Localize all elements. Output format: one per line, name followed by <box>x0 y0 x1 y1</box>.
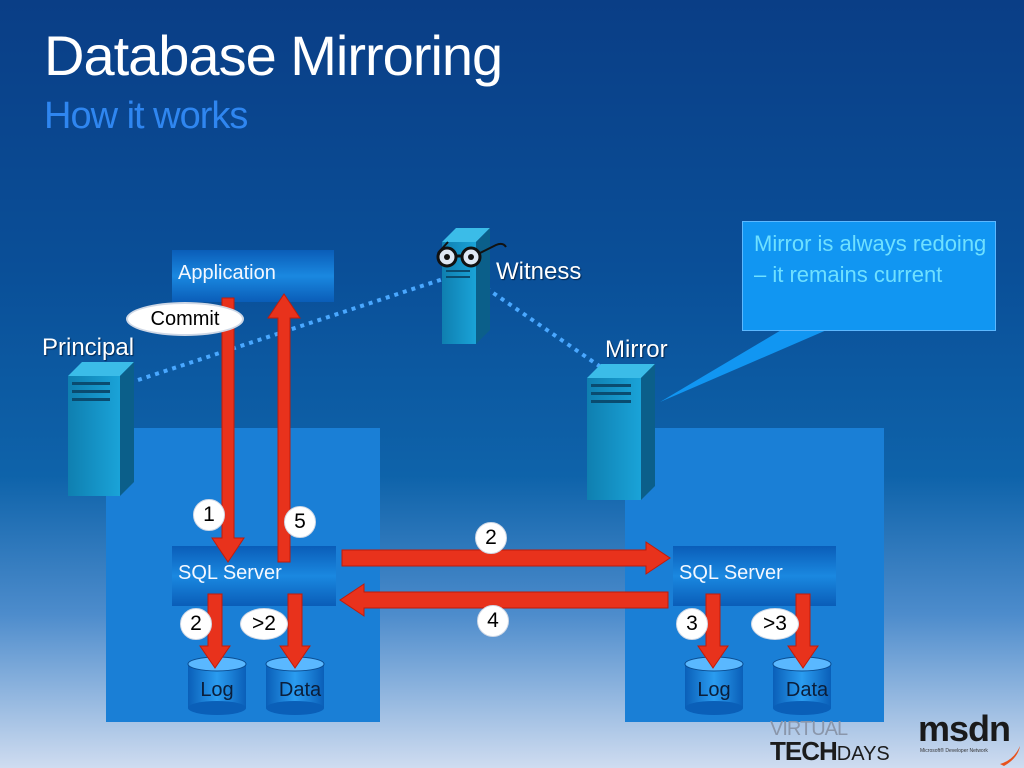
arrow-ack-to-principal <box>339 583 669 617</box>
arrow-commit-down <box>211 297 245 563</box>
slide-subtitle: How it works <box>44 95 248 137</box>
step-gt3-badge: >3 <box>751 608 799 640</box>
logo-virtual-text: VIRTUAL <box>770 718 848 740</box>
slide-title: Database Mirroring <box>44 24 503 87</box>
msdn-tagline: Microsoft® Developer Network <box>920 748 988 754</box>
arrow-mirror-data <box>787 593 819 669</box>
callout-text: Mirror is always redoing – it remains cu… <box>754 231 987 287</box>
callout-box <box>742 221 996 331</box>
step-2-log-badge: 2 <box>180 608 212 640</box>
principal-witness-link <box>137 276 447 382</box>
arrow-mirror-log <box>697 593 729 669</box>
msdn-logo: msdn Microsoft® Developer Network <box>918 708 1022 766</box>
step-3-badge: 3 <box>676 608 708 640</box>
application-label: Application <box>178 262 276 284</box>
mirror-server-icon <box>587 364 655 500</box>
callout-pointer <box>660 326 836 402</box>
logo-days-text: DAYS <box>836 743 890 765</box>
step-5-badge: 5 <box>284 506 316 538</box>
mirror-data-label: Data <box>785 679 829 701</box>
msdn-swoosh-icon <box>1000 746 1020 766</box>
principal-sql-server-label: SQL Server <box>178 562 282 584</box>
principal-label: Principal <box>42 334 135 361</box>
step-4-badge: 4 <box>477 605 509 637</box>
arrow-send-to-mirror <box>341 541 671 575</box>
commit-label: Commit <box>126 302 244 336</box>
principal-log-label: Log <box>200 679 234 701</box>
msdn-text: msdn <box>918 708 1011 749</box>
step-2-send-badge: 2 <box>475 522 507 554</box>
step-1-badge: 1 <box>193 499 225 531</box>
principal-server-icon <box>68 362 134 496</box>
glasses-icon <box>436 241 507 268</box>
mirror-data-cylinder <box>772 656 832 715</box>
mirror-sql-server-label: SQL Server <box>679 562 783 584</box>
principal-sql-server-bar: SQL Server <box>172 546 336 606</box>
mirror-log-label: Log <box>697 679 731 701</box>
mirror-label: Mirror <box>605 336 668 363</box>
witness-label: Witness <box>496 258 582 285</box>
mirror-log-cylinder <box>684 656 744 715</box>
logo-tech-text: TECH <box>770 736 838 766</box>
step-gt2-badge: >2 <box>240 608 288 640</box>
arrow-principal-log <box>199 593 231 669</box>
witness-mirror-link <box>484 286 610 374</box>
principal-data-label: Data <box>278 679 322 701</box>
witness-server-icon <box>442 228 490 344</box>
virtual-techdays-logo: VIRTUAL TECHDAYS <box>770 718 910 766</box>
application-bar: Application <box>172 250 334 302</box>
arrow-principal-data <box>279 593 311 669</box>
